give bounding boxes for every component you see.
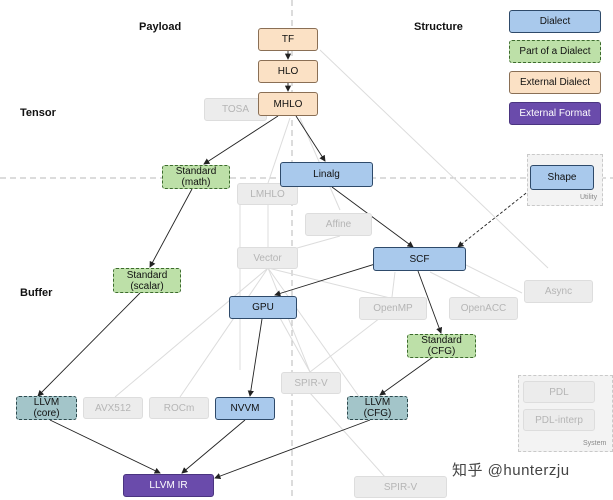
heading-tensor: Tensor (20, 107, 56, 119)
edge-scalar-llvmcore (37, 292, 141, 397)
node-spirv-bottom: SPIR-V (354, 476, 447, 498)
node-pdl: PDL (523, 381, 595, 403)
edge-llvmcfg-llvmir (214, 419, 371, 480)
edge-shape-scf (457, 189, 531, 248)
node-standard-cfg: Standard (CFG) (407, 334, 476, 358)
utility-group-label: Utility (580, 194, 598, 201)
node-tf: TF (258, 28, 318, 51)
node-linalg: Linalg (280, 162, 373, 187)
edge-math-scalar (149, 188, 193, 268)
node-pdl-interp: PDL-interp (523, 409, 595, 431)
edge-cfg-llvmcfg (379, 356, 434, 396)
heading-structure: Structure (414, 21, 463, 33)
node-nvvm: NVVM (215, 397, 275, 420)
heading-payload: Payload (139, 21, 182, 33)
legend-part-of-dialect: Part of a Dialect (509, 40, 601, 63)
node-gpu: GPU (229, 296, 297, 319)
node-spirv: SPIR-V (281, 372, 341, 394)
system-group-label: System (583, 440, 607, 447)
node-rocm: ROCm (149, 397, 209, 419)
node-avx512: AVX512 (83, 397, 143, 419)
node-standard-math: Standard (math) (162, 165, 230, 189)
edge-gpu-nvvm (247, 318, 263, 397)
node-llvm-cfg: LLVM (CFG) (347, 396, 408, 420)
edge-mhlo-math (203, 115, 279, 165)
watermark-text: 知乎 @hunterzju (452, 462, 570, 479)
legend-dialect: Dialect (509, 10, 601, 33)
node-openmp: OpenMP (359, 297, 427, 320)
main-edges (37, 51, 531, 480)
node-async: Async (524, 280, 593, 303)
node-lmhlo: LMHLO (237, 183, 298, 205)
node-affine: Affine (305, 213, 372, 236)
node-shape: Shape (530, 165, 594, 190)
edge-linalg-scf (331, 186, 414, 248)
edge-scf-cfg (417, 270, 443, 334)
heading-buffer: Buffer (20, 287, 53, 299)
edge-llvmcore-llvmir (49, 419, 161, 474)
legend-external-format: External Format (509, 102, 601, 125)
edge-scf-gpu (274, 259, 389, 297)
node-llvm-core: LLVM (core) (16, 396, 77, 420)
node-scf: SCF (373, 247, 466, 271)
node-llvm-ir: LLVM IR (123, 474, 214, 497)
legend-external-dialect: External Dialect (509, 71, 601, 94)
node-standard-scalar: Standard (scalar) (113, 268, 181, 293)
node-mhlo: MHLO (258, 92, 318, 116)
node-hlo: HLO (258, 60, 318, 83)
node-vector: Vector (237, 247, 298, 269)
edge-nvvm-llvmir (181, 419, 246, 474)
edge-mhlo-linalg (295, 115, 326, 162)
node-openacc: OpenACC (449, 297, 518, 320)
